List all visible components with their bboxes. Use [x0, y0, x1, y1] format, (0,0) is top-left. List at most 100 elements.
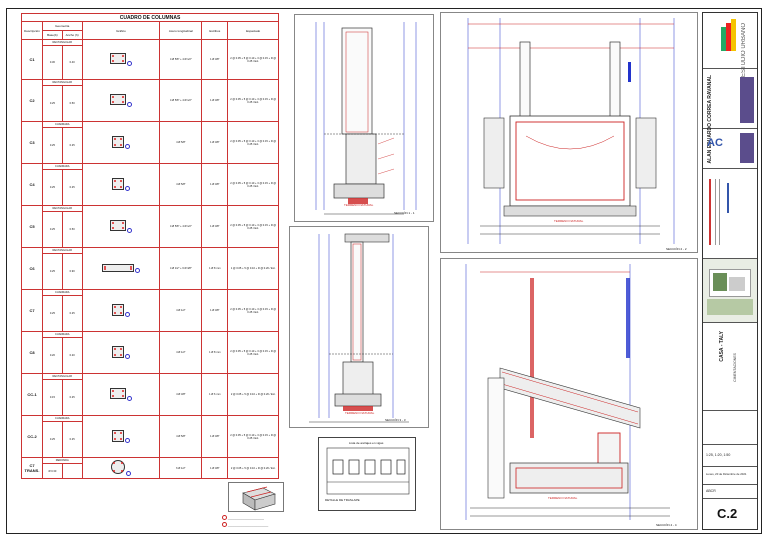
blank-cell [703, 411, 757, 445]
column-base: 0.25 [42, 253, 63, 290]
stirrups: 1 Ø 3/8" [201, 289, 229, 332]
column-section-graphic [81, 205, 161, 248]
column-base: 0.25 [42, 421, 63, 458]
column-base: 0.30 [42, 45, 63, 80]
column-width: 0.50 [61, 211, 83, 248]
date-text: Lunes, 20 de Diciembre de 2021 [706, 472, 747, 476]
section-2-drawing [440, 12, 698, 253]
sheet-number-cell: C.2 [703, 499, 757, 529]
column-base: 0.25 [42, 85, 63, 122]
column-id: C8 [21, 331, 43, 374]
column-section-graphic [81, 247, 161, 290]
column-base: 0.25 [42, 211, 63, 248]
stirrup-spacing: 2 @ 0.05 + 5 @ 0.10 + 3 @ 0.15 + R @ 0.2… [227, 331, 279, 374]
section-3-label: SECCIÓN 3 - 3 [385, 418, 406, 422]
column-id: C2 [21, 79, 43, 122]
header-acero: Acero longitudinal [159, 21, 203, 40]
column-width: 0.50 [61, 85, 83, 122]
scale-text: 1:25, 1:20, 1:50 [706, 453, 731, 457]
column-section-graphic [81, 331, 161, 374]
project-cell: CASA - TALY CIMENTACIONES [703, 323, 757, 411]
sheet-frame [6, 8, 762, 534]
detail-marker-icon [124, 438, 130, 444]
column-section-graphic [81, 415, 161, 458]
column-section-icon [111, 177, 124, 190]
stirrups: 1 Ø 3/8" [201, 457, 229, 479]
column-section-icon [109, 220, 126, 232]
column-id: C5 [21, 205, 43, 248]
anchor-detail-panel: Lista de anclajes en vigas DETALLE DE TR… [318, 437, 416, 511]
column-base: 0.25 [42, 295, 63, 332]
stirrup-spacing: 2 @ 0.05 + 5 @ 0.10 + 3 @ 0.15 + R @ 0.2… [227, 163, 279, 206]
longitudinal-steel: 4 Ø 5/8" [159, 415, 203, 458]
column-section-graphic [81, 373, 161, 416]
stirrups: 1 Ø 8 mm [201, 331, 229, 374]
legend-note-1: ───────────────── [222, 515, 302, 521]
column-width: 0.40 [61, 45, 83, 80]
section-3-drawing [289, 226, 429, 428]
column-section-graphic [81, 79, 161, 122]
stirrups: 1 Ø 3/8" [201, 121, 229, 164]
detail-marker-icon [134, 268, 140, 274]
stirrup-spacing: 2 @ 0.05 + 5 @ 0.10 + 3 @ 0.15 + R @ 0.2… [227, 121, 279, 164]
author-initials: AC [707, 137, 723, 149]
longitudinal-steel: 4 Ø 5/8" + 4 Ø 1/2" [159, 205, 203, 248]
column-id: C4 [21, 163, 43, 206]
column-section-graphic [81, 289, 161, 332]
column-section-icon [111, 345, 124, 358]
column-section-icon [101, 263, 134, 272]
stirrup-spacing: 2 @ 0.05 + 5 @ 0.10 + 3 @ 0.15 + R @ 0.2… [227, 415, 279, 458]
section-1-drawing [294, 14, 434, 222]
column-width [61, 463, 83, 479]
legend-note-2: ─────────────────── [222, 522, 302, 528]
column-id: C6 [21, 247, 43, 290]
detail-marker-icon [124, 186, 130, 192]
stirrups: 1 Ø 3/8" [201, 205, 229, 248]
column-id: C3 [21, 121, 43, 164]
column-id: C7 TRANS. [21, 457, 43, 479]
section-2-label: SECCIÓN 2 - 2 [666, 247, 687, 251]
section-1-terrain: TERRENO NATURAL [344, 203, 374, 207]
header-espaciado: Espaciado [227, 21, 279, 40]
longitudinal-steel: 4 Ø 1/2" + 6 Ø 3/8" [159, 247, 203, 290]
column-section-graphic [81, 457, 161, 479]
detail-marker-icon [124, 354, 130, 360]
longitudinal-steel: 4 Ø 5/8" + 4 Ø 1/2" [159, 79, 203, 122]
stirrups: 1 Ø 8 mm [201, 247, 229, 290]
longitudinal-steel: 4 Ø 5/8" [159, 121, 203, 164]
initials-banner [740, 133, 754, 163]
section-4-drawing [440, 258, 698, 530]
anchor-detail-header: Lista de anclajes en vigas [349, 441, 384, 445]
title-block: ESTUDIO URBANO ALAN EDUARDO CORREA RAVAN… [702, 12, 758, 530]
column-section-icon [111, 303, 124, 316]
table-row-dims: Ø 0.30 [22, 463, 279, 479]
stirrup-spacing: 2 @ 0.05 + 5 @ 0.10 + 3 @ 0.15 + R @ 0.2… [227, 79, 279, 122]
section-4-panel: SECCIÓN 4 - 4 TERRENO NATURAL [440, 258, 698, 530]
longitudinal-steel: 4 Ø 1/2" [159, 289, 203, 332]
header-geometria: Geometría [42, 21, 83, 31]
stirrup-spacing: 2 @ 0.05 + 5 @ 0.10 + 3 @ 0.15 + R @ 0.2… [227, 205, 279, 248]
column-width: 0.20 [61, 337, 83, 374]
longitudinal-steel: 6 Ø 1/2" [159, 457, 203, 479]
column-section-icon [111, 429, 124, 442]
author-cell: ALAN EDUARDO CORREA RAVANAL [703, 69, 757, 164]
stirrup-spacing: 1 @ 0.05 + 5 @ 0.10 + R @ 0.20 / Ext. [227, 247, 279, 290]
header-descripcion: Descripción [21, 21, 43, 40]
column-base: 0.20 [42, 337, 63, 374]
column-width: 0.25 [61, 379, 83, 416]
stirrups: 1 Ø 3/8" [201, 163, 229, 206]
column-section-graphic [81, 39, 161, 80]
scale-cell: 1:25, 1:20, 1:50 [703, 445, 757, 467]
detail-marker-icon [126, 227, 132, 233]
